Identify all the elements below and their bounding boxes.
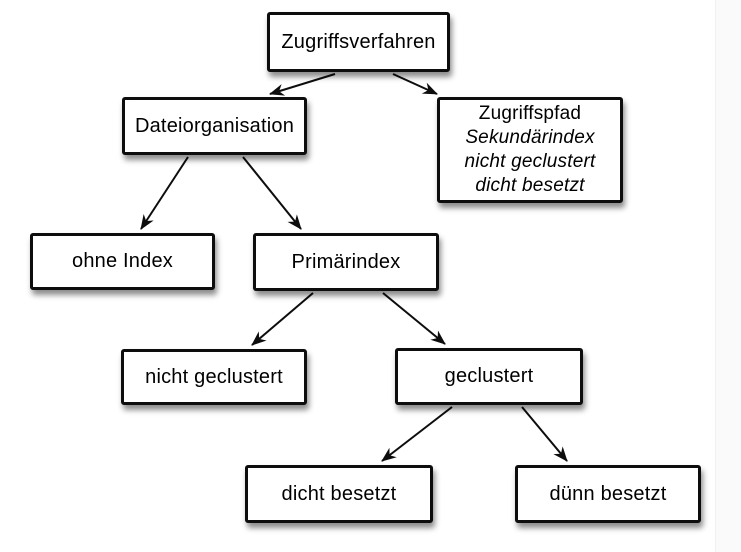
node-label: dünn besetzt	[549, 482, 667, 505]
node-nicht-geclustert: nicht geclustert	[121, 349, 307, 405]
edge-gecl-dicht-besetzt	[381, 406, 453, 462]
node-geclustert: geclustert	[395, 348, 583, 405]
node-label: Zugriffsverfahren	[281, 30, 436, 53]
edge-prim-geclustert	[382, 292, 446, 345]
node-label: dicht besetzt	[281, 482, 397, 505]
node-label-line: dicht besetzt	[475, 175, 585, 196]
node-label: Primärindex	[291, 250, 401, 273]
node-ohne-index: ohne Index	[30, 233, 215, 290]
node-zugriffspfad: Zugriffspfad Sekundärindex nicht geclust…	[437, 97, 623, 203]
node-label: ohne Index	[72, 250, 173, 272]
edge-datei-primaerindex	[242, 156, 302, 230]
node-label-line: Zugriffspfad	[478, 103, 582, 124]
edge-root-dateiorganisation	[269, 73, 336, 96]
edge-root-zugriffspfad	[392, 73, 438, 95]
node-duenn-besetzt: dünn besetzt	[515, 465, 701, 523]
node-label: nicht geclustert	[145, 365, 283, 388]
node-dateiorganisation: Dateiorganisation	[122, 97, 307, 155]
edge-prim-nicht-geclustert	[251, 292, 314, 346]
node-primaerindex: Primärindex	[253, 233, 439, 291]
node-dicht-besetzt: dicht besetzt	[245, 465, 433, 523]
edge-gecl-duenn-besetzt	[521, 406, 568, 462]
node-label: geclustert	[444, 365, 534, 387]
node-label-line: nicht geclustert	[464, 151, 596, 172]
slide-right-margin	[715, 0, 741, 552]
node-zugriffsverfahren: Zugriffsverfahren	[267, 12, 450, 72]
node-label-line: Sekundärindex	[465, 127, 595, 148]
edge-datei-ohne-index	[140, 156, 189, 230]
node-label: Dateiorganisation	[134, 114, 295, 137]
